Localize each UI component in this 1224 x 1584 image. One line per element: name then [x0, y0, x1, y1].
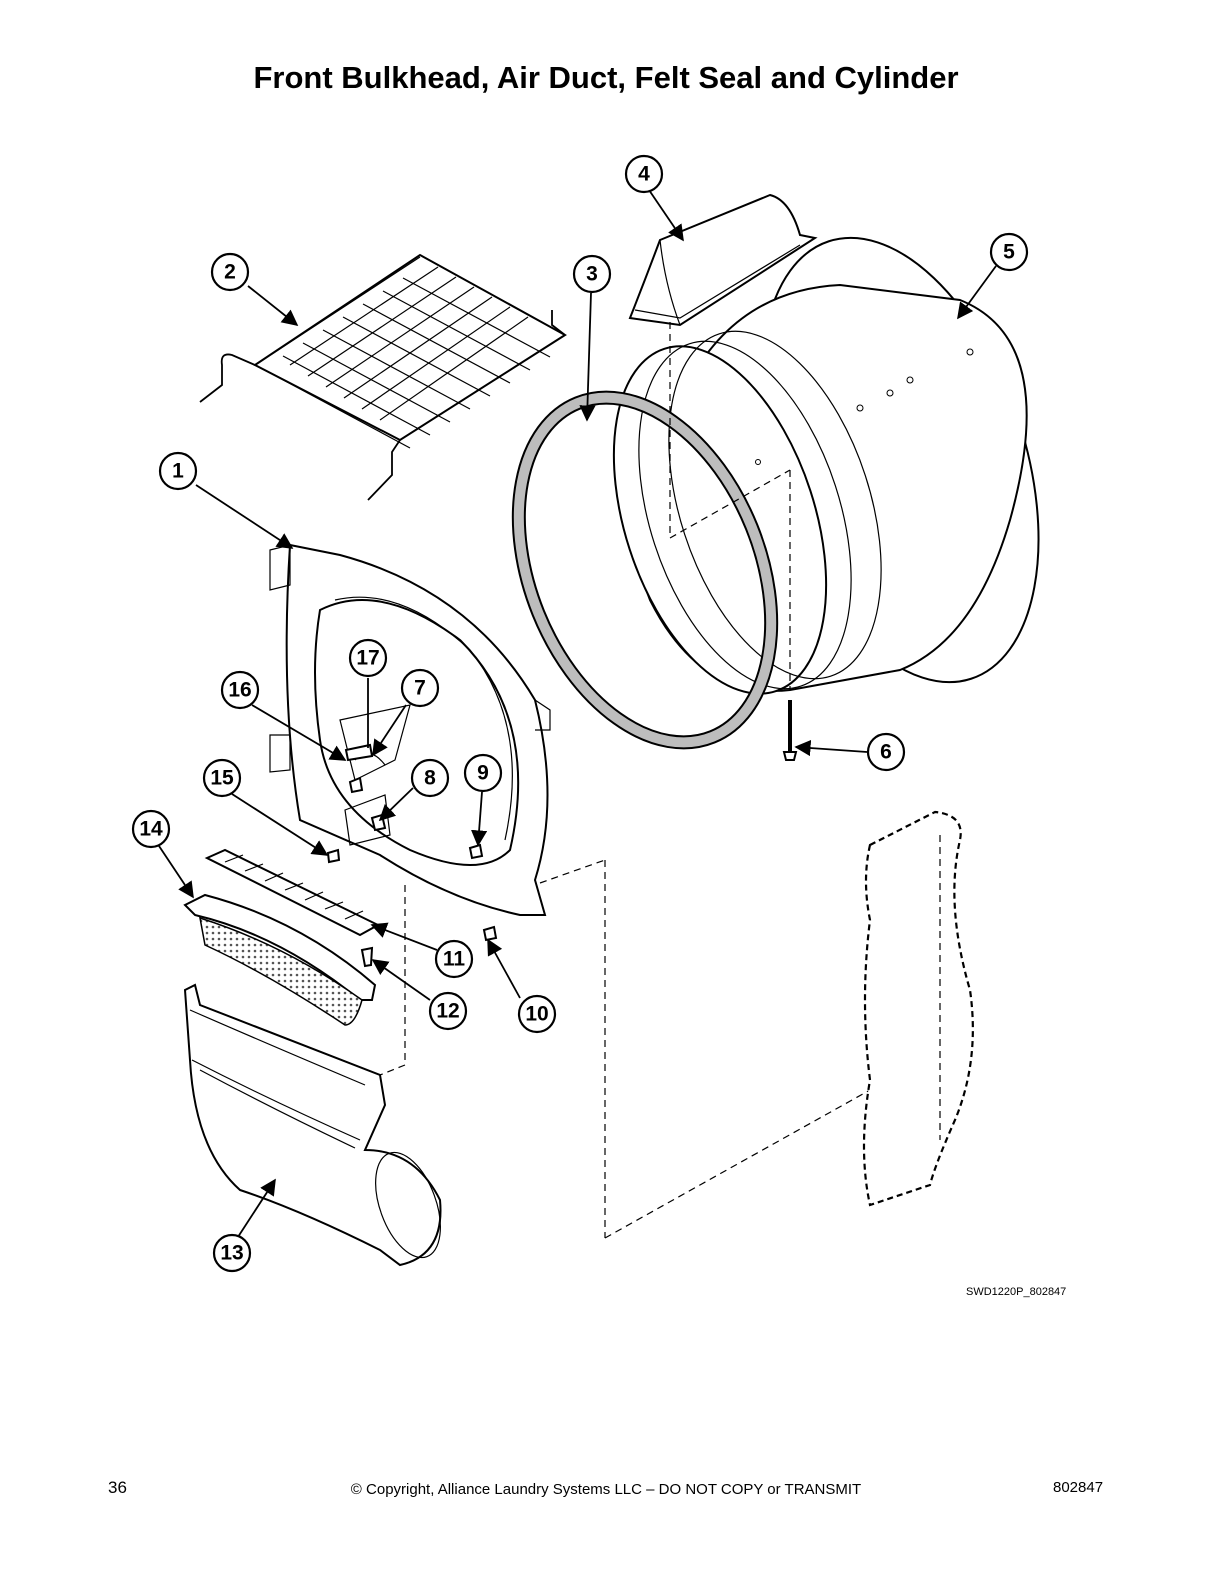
callout-12: 12 [428, 991, 468, 1031]
page-number: 36 [108, 1478, 127, 1497]
front-bulkhead-part [269, 543, 551, 916]
svg-text:12: 12 [436, 1000, 459, 1023]
svg-text:7: 7 [414, 677, 426, 700]
svg-text:13: 13 [220, 1242, 243, 1265]
callout-1: 1 [158, 451, 198, 491]
svg-text:15: 15 [210, 767, 234, 790]
cabinet-panel-reference [862, 810, 974, 1207]
callout-7: 7 [400, 668, 440, 708]
svg-text:16: 16 [228, 679, 251, 702]
alignment-dashed-lines [379, 322, 871, 1239]
svg-text:4: 4 [638, 163, 650, 186]
svg-text:5: 5 [1003, 241, 1015, 264]
callout-11: 11 [434, 939, 474, 979]
svg-text:1: 1 [172, 460, 184, 483]
svg-text:3: 3 [586, 263, 598, 286]
drawing-code: SWD1220P_802847 [966, 1286, 1067, 1298]
callout-5: 5 [989, 232, 1029, 272]
callout-4: 4 [624, 154, 664, 194]
callout-15: 15 [202, 758, 242, 798]
wire-rack-part [199, 253, 567, 501]
page-title: Front Bulkhead, Air Duct, Felt Seal and … [253, 60, 959, 95]
callout-17: 17 [348, 638, 388, 678]
leader-lines [158, 189, 997, 1241]
callout-3: 3 [572, 254, 612, 294]
svg-text:9: 9 [477, 762, 489, 785]
callout-6: 6 [866, 732, 906, 772]
svg-text:11: 11 [443, 948, 466, 971]
svg-text:8: 8 [424, 767, 436, 790]
duct-cap-part [628, 193, 818, 327]
callout-10: 10 [517, 994, 557, 1034]
lint-filter-part [183, 893, 377, 1026]
callout-14: 14 [131, 809, 171, 849]
callout-8: 8 [410, 758, 450, 798]
document-number: 802847 [1053, 1479, 1104, 1496]
callout-9: 9 [463, 753, 503, 793]
svg-text:2: 2 [224, 261, 236, 284]
svg-text:6: 6 [880, 741, 892, 764]
svg-text:14: 14 [139, 818, 163, 841]
callout-2: 2 [210, 252, 250, 292]
felt-seal-part [511, 390, 779, 750]
copyright-notice: © Copyright, Alliance Laundry Systems LL… [350, 1481, 862, 1498]
air-duct-part [183, 983, 442, 1267]
callout-16: 16 [220, 670, 260, 710]
svg-text:17: 17 [356, 647, 379, 670]
cylinder-drum-part [612, 236, 1040, 695]
screw-part [782, 700, 798, 761]
callout-13: 13 [212, 1233, 252, 1273]
svg-text:10: 10 [525, 1003, 548, 1026]
